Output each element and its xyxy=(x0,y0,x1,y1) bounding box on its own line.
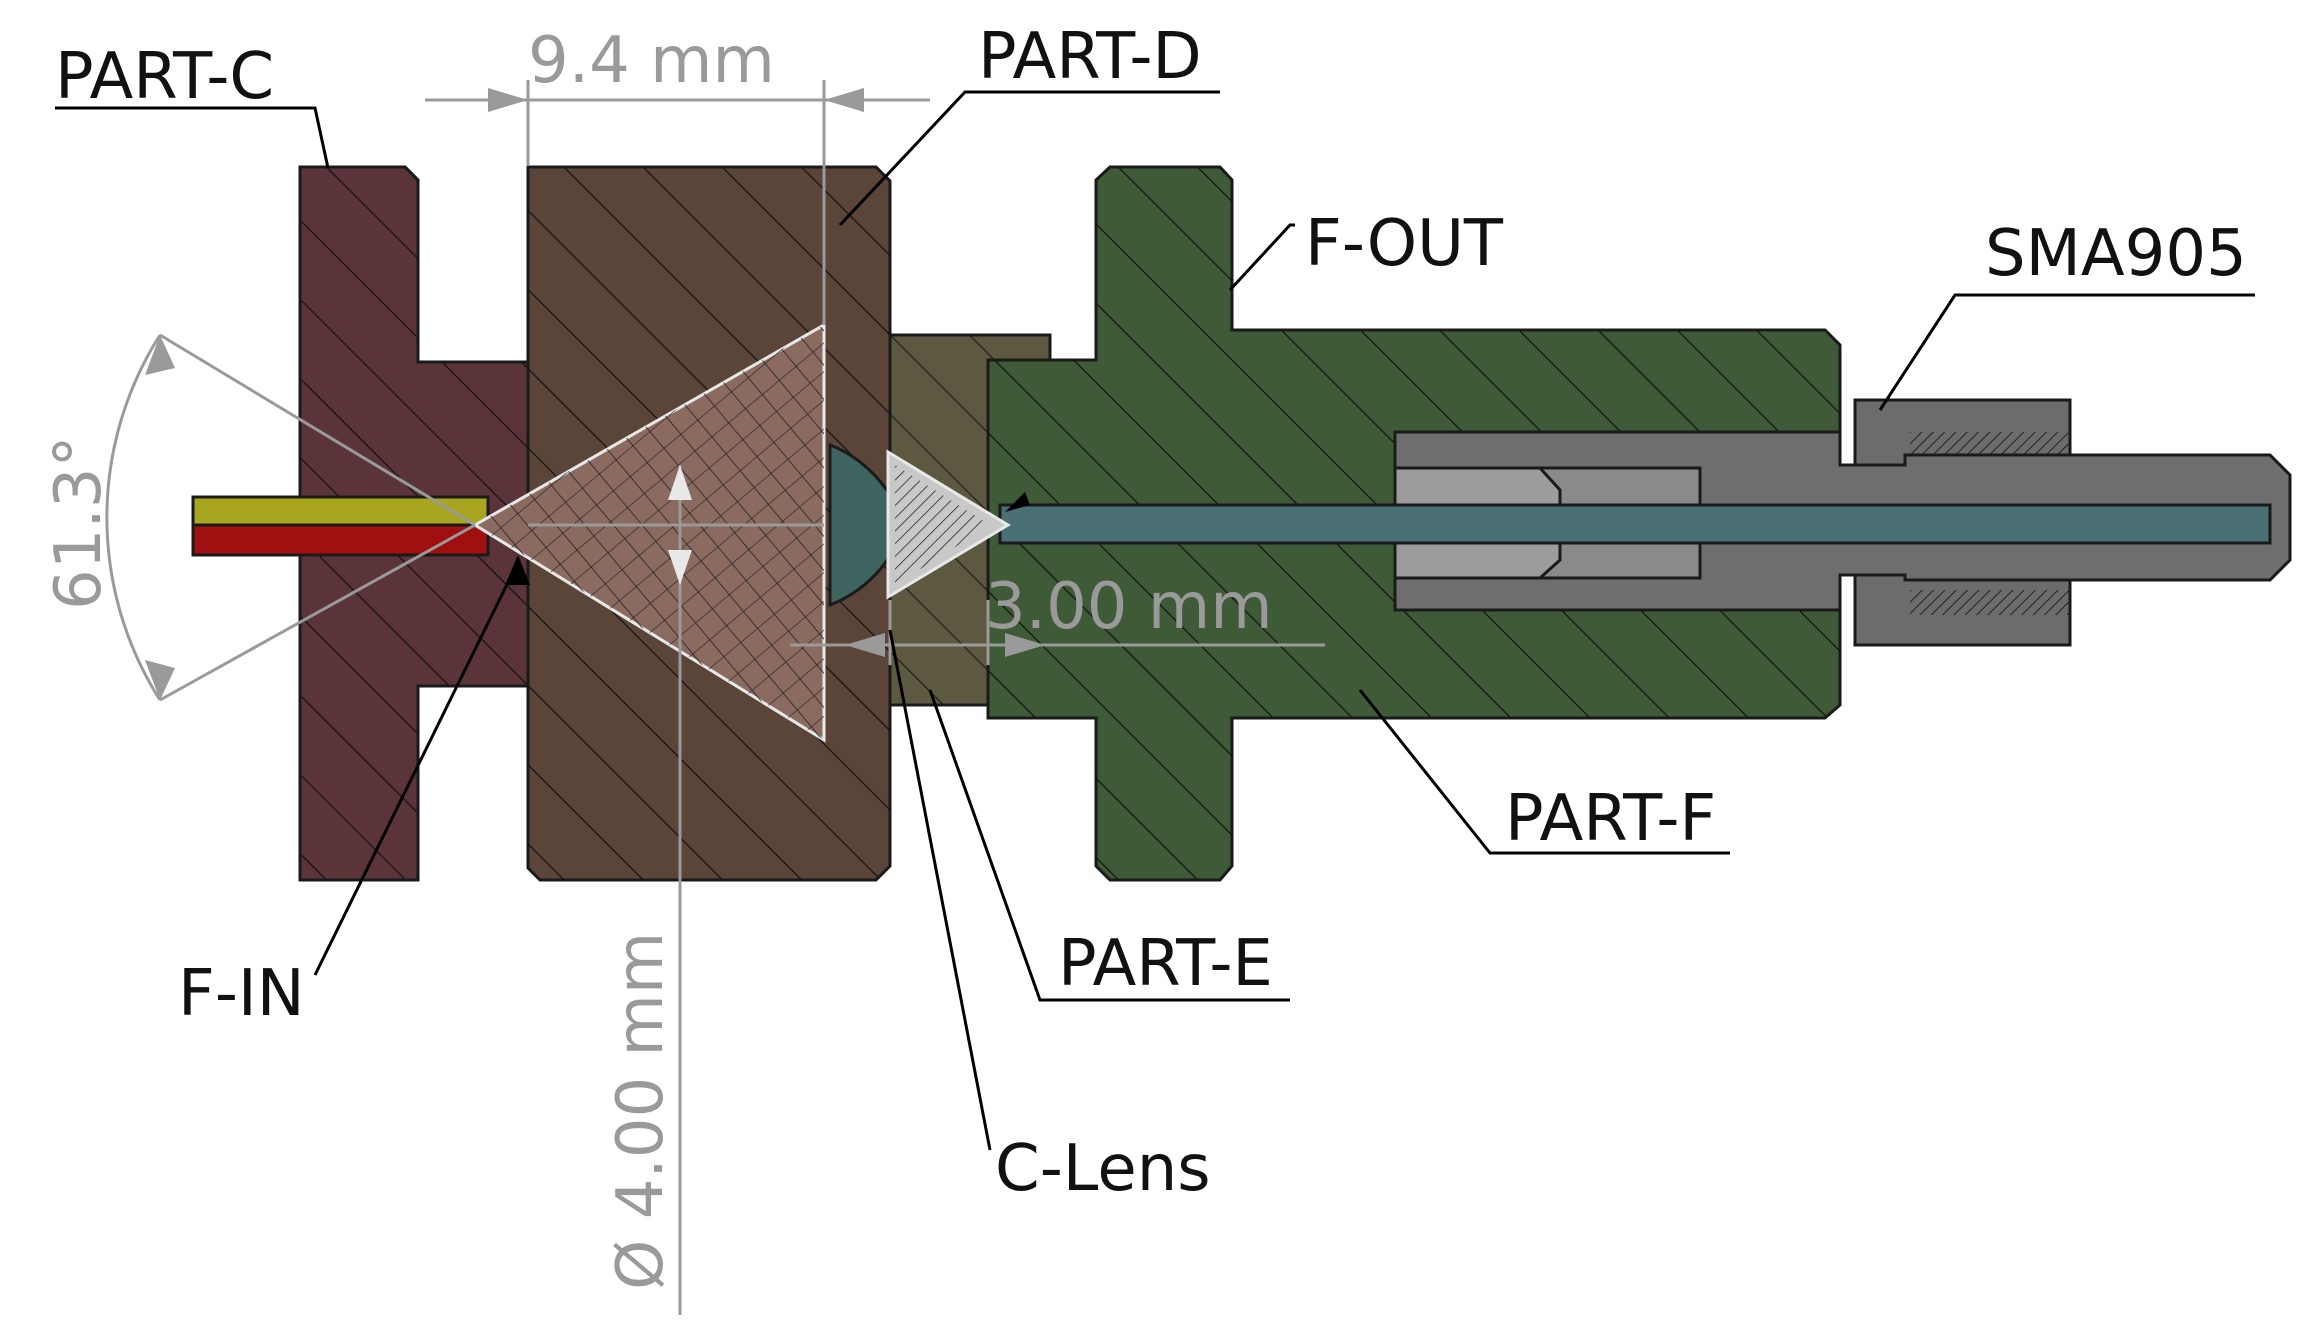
diameter-dimension xyxy=(528,465,824,1315)
label-part-c: PART-C xyxy=(55,40,274,114)
leader-lines xyxy=(55,90,2255,1151)
label-part-d: PART-D xyxy=(978,20,1202,94)
light-cone xyxy=(472,322,826,743)
width-dimension xyxy=(425,80,930,325)
fiber-core-channel xyxy=(998,503,2272,545)
dimension-gap-text: 3.00 mm xyxy=(985,570,1273,644)
output-cone xyxy=(886,449,1011,600)
label-sma905: SMA905 xyxy=(1985,217,2247,291)
label-part-e: PART-E xyxy=(1058,927,1273,1001)
angle-dimension xyxy=(105,333,476,702)
label-f-in: F-IN xyxy=(178,957,305,1031)
dimension-diameter-text: Ø 4.00 mm xyxy=(604,932,678,1290)
dimension-angle-text: 61.3° xyxy=(42,436,116,611)
label-f-out: F-OUT xyxy=(1305,207,1504,281)
label-part-f: PART-F xyxy=(1505,782,1716,856)
label-c-lens: C-Lens xyxy=(995,1132,1211,1206)
dimension-width-text: 9.4 mm xyxy=(528,24,775,98)
